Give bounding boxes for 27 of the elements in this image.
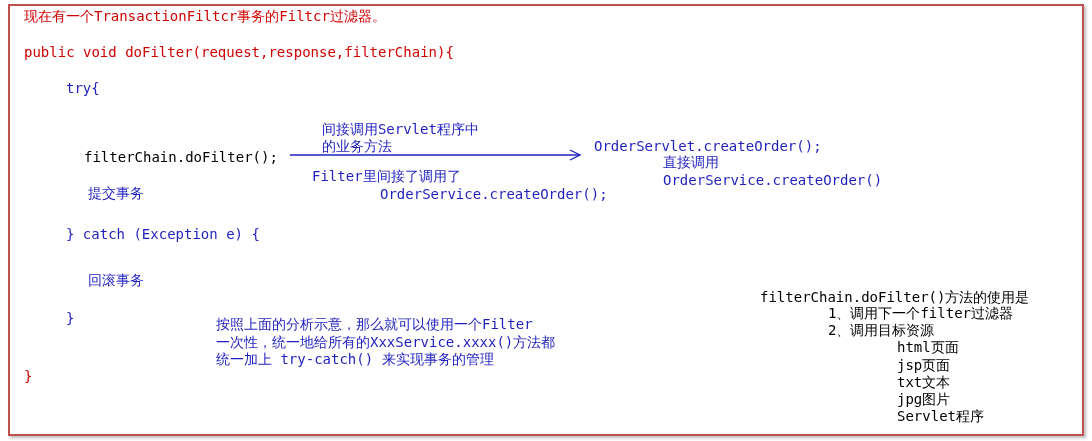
note-text: html页面 bbox=[897, 338, 959, 356]
note-text: 2、调用目标资源 bbox=[828, 321, 935, 339]
note-text: txt文本 bbox=[897, 373, 951, 391]
annotation-text: Filter里间接了调用了 bbox=[312, 167, 461, 185]
code-line: try{ bbox=[66, 79, 100, 97]
code-line: public void doFilter(request,response,filterChain){ bbox=[24, 43, 454, 61]
note-text: Servlet程序 bbox=[897, 407, 984, 425]
note-text: jpg图片 bbox=[897, 390, 951, 408]
note-text: filterChain.doFilter()方法的使用是 bbox=[760, 288, 1030, 306]
annotation-text: 一次性，统一地给所有的XxxService.xxxx()方法都 bbox=[216, 333, 556, 351]
code-statement: filterChain.doFilter(); bbox=[84, 148, 278, 166]
comment-text: 提交事务 bbox=[88, 184, 144, 202]
code-line: } bbox=[24, 367, 33, 385]
code-statement: OrderServlet.createOrder(); bbox=[594, 137, 822, 155]
note-text: jsp页面 bbox=[897, 356, 951, 374]
annotation-text: OrderService.createOrder() bbox=[663, 171, 883, 189]
code-line: } bbox=[66, 309, 75, 327]
code-line: } catch (Exception e) { bbox=[66, 225, 260, 243]
annotation-text: 按照上面的分析示意，那么就可以使用一个Filter bbox=[216, 315, 533, 333]
arrow bbox=[289, 149, 581, 161]
note-text: 1、调用下一个filter过滤器 bbox=[828, 304, 1013, 322]
annotation-text: OrderService.createOrder(); bbox=[380, 185, 608, 203]
annotation-text: 统一加上 try-catch() 来实现事务的管理 bbox=[216, 350, 494, 368]
heading: 现在有一个TransactionFiltcr事务的Filtcr过滤器。 bbox=[24, 7, 386, 25]
comment-text: 回滚事务 bbox=[88, 271, 144, 289]
annotation-text: 直接调用 bbox=[663, 153, 719, 171]
edge-label: 间接调用Servlet程序中的业务方法 bbox=[321, 121, 480, 155]
